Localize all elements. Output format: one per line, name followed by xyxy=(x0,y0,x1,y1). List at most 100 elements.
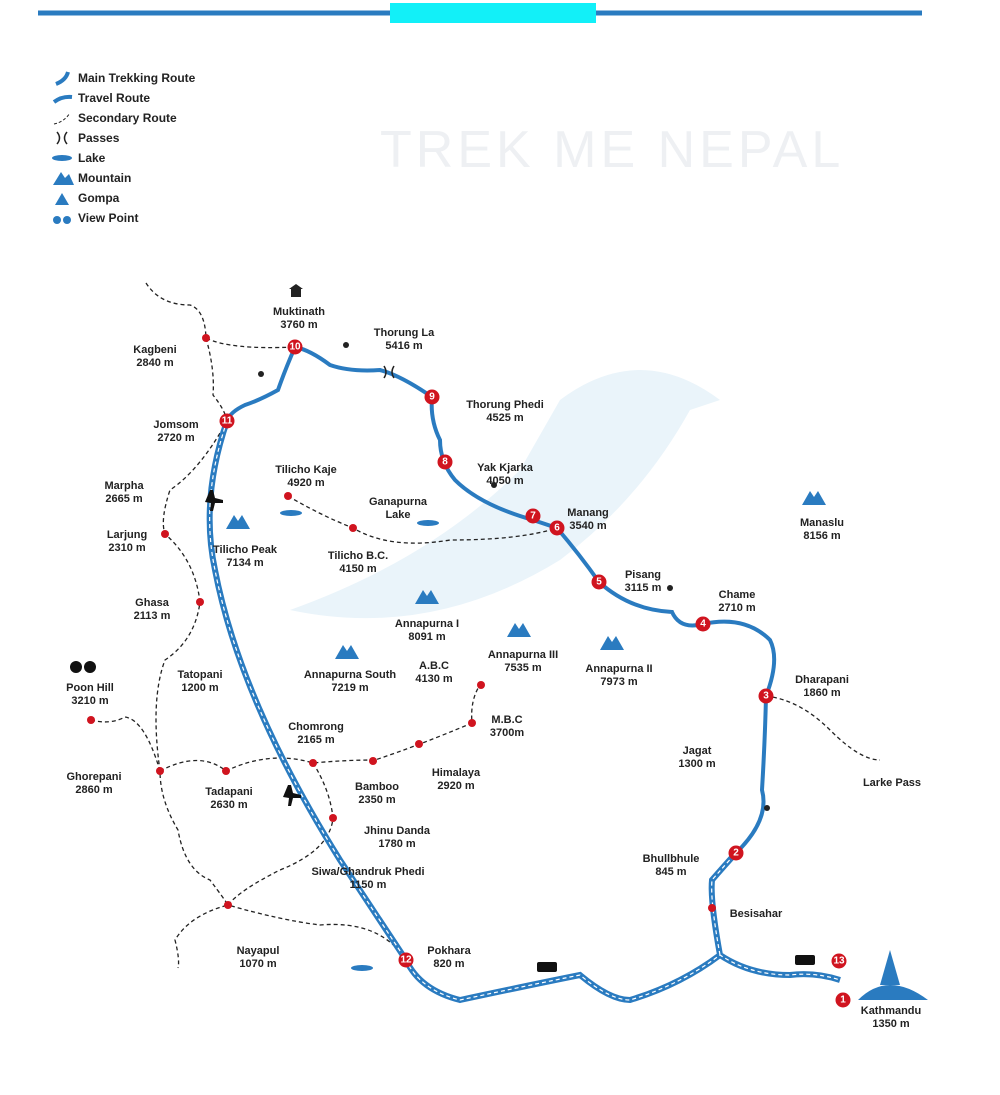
place-name: Bhullbhule xyxy=(642,853,700,865)
place-name: Himalaya xyxy=(431,767,481,779)
place-altitude: 8091 m xyxy=(408,631,446,643)
place-name: Jagat xyxy=(682,745,712,757)
legend-label: Travel Route xyxy=(78,91,151,105)
place-name: Kagbeni xyxy=(133,344,177,356)
passes-icon xyxy=(56,131,68,145)
stage-marker: 8 xyxy=(437,454,453,470)
place-name: Chame xyxy=(718,589,756,601)
plane-icons xyxy=(205,490,301,806)
waypoints xyxy=(87,334,716,912)
place-name: Poon Hill xyxy=(66,682,114,694)
legend-view-point: View Point xyxy=(52,210,138,226)
place-altitude: 3700m xyxy=(489,727,525,739)
place-altitude: 3210 m xyxy=(71,695,109,707)
lakes xyxy=(280,510,439,971)
place-name: Pisang xyxy=(624,569,662,581)
legend-label: Main Trekking Route xyxy=(78,71,196,85)
place-name: Jomsom xyxy=(153,419,199,431)
legend-travel-route: Travel Route xyxy=(52,90,150,106)
mountain-icon xyxy=(53,172,74,185)
place-name: Manaslu xyxy=(799,517,845,529)
stage-marker: 7 xyxy=(525,508,541,524)
place-altitude: 1860 m xyxy=(803,687,841,699)
place-name: Larke Pass xyxy=(862,777,922,789)
place-name: Tatopani xyxy=(177,669,223,681)
header-accent xyxy=(390,3,596,23)
place-name: Yak Kjarka xyxy=(477,462,533,474)
place-altitude: 2630 m xyxy=(210,799,248,811)
place-name: Annapurna South xyxy=(303,669,397,681)
place-altitude: 1300 m xyxy=(678,758,716,770)
place-name: Annapurna I xyxy=(394,618,460,630)
stage-marker: 6 xyxy=(549,520,565,536)
place-name: Tilicho Kaje xyxy=(275,464,337,476)
place-altitude: 2665 m xyxy=(105,493,143,505)
legend-label: Mountain xyxy=(78,171,132,185)
place-altitude: 2840 m xyxy=(136,357,174,369)
trekker-icons xyxy=(258,342,770,811)
place-name: Tilicho Peak xyxy=(213,544,277,556)
place-name: Besisahar xyxy=(729,908,783,920)
travel-route xyxy=(206,420,841,1004)
legend-label: Passes xyxy=(78,131,120,145)
place-name: Jhinu Danda xyxy=(363,825,431,837)
logo-watermark xyxy=(290,370,720,619)
place-altitude: 4130 m xyxy=(415,673,453,685)
place-name: Kathmandu xyxy=(860,1005,922,1017)
pass-icon xyxy=(383,365,395,379)
stage-marker: 2 xyxy=(728,845,744,861)
legend-main-route: Main Trekking Route xyxy=(52,70,195,86)
place-name: Bamboo xyxy=(355,781,399,793)
legend-label: Secondary Route xyxy=(78,111,177,125)
place-label: Larke Pass xyxy=(863,777,921,790)
place-altitude: 4150 m xyxy=(339,563,377,575)
legend-label: View Point xyxy=(78,211,139,225)
place-name: Larjung xyxy=(106,529,148,541)
place-altitude: 7973 m xyxy=(600,676,638,688)
legend-passes: Passes xyxy=(52,130,119,146)
legend-label: Lake xyxy=(78,151,106,165)
place-altitude: 3115 m xyxy=(624,582,662,594)
legend-mountain: Mountain xyxy=(52,170,131,186)
lake-icon xyxy=(52,155,72,161)
place-altitude: 4920 m xyxy=(287,477,325,489)
place-name: Pokhara xyxy=(427,945,471,957)
view-point-icon xyxy=(70,661,96,673)
place-altitude: 3760 m xyxy=(280,319,318,331)
place-name: Annapurna III xyxy=(487,649,559,661)
place-altitude: 8156 m xyxy=(803,530,841,542)
place-altitude: 7219 m xyxy=(331,682,369,694)
mountain-icons xyxy=(226,491,928,1000)
place-name: M.B.C xyxy=(491,714,523,726)
legend-label: Gompa xyxy=(78,191,120,205)
place-altitude: 2310 m xyxy=(108,542,146,554)
place-name: Marpha xyxy=(104,480,144,492)
place-altitude: 4525 m xyxy=(486,412,524,424)
place-name: Annapurna II xyxy=(585,663,653,675)
stage-marker: 11 xyxy=(219,413,235,429)
place-name: Siwa/Ghandruk Phedi xyxy=(311,866,425,878)
travel-route-icon xyxy=(52,94,73,104)
place-altitude: 2350 m xyxy=(358,794,396,806)
